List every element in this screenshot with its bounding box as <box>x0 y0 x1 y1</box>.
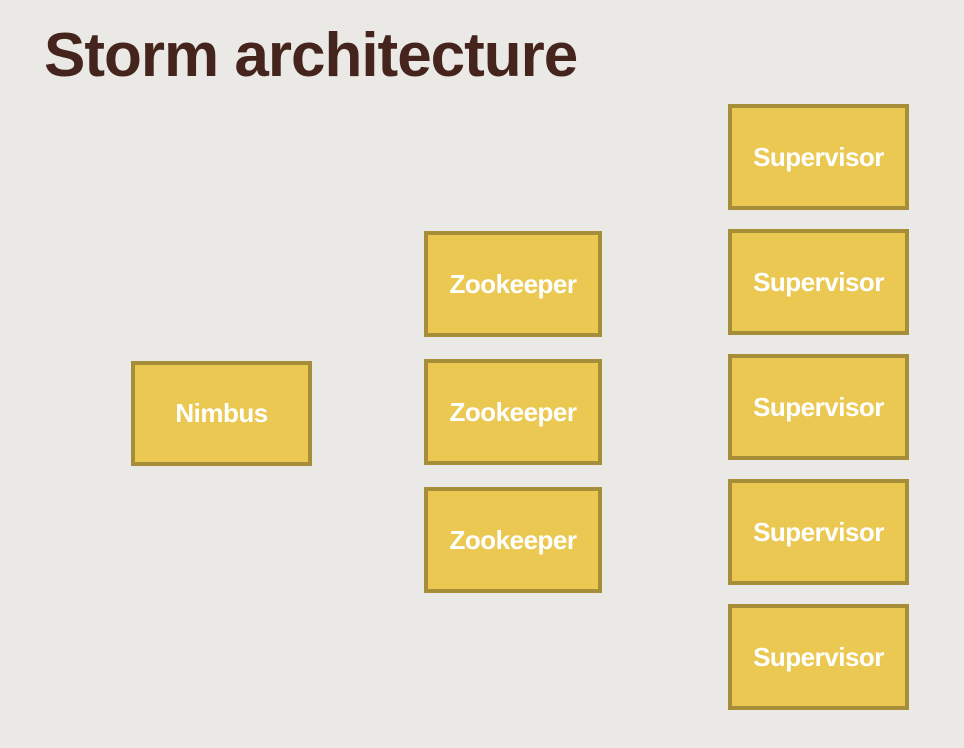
supervisor-node-3: Supervisor <box>728 354 909 460</box>
supervisor-node-1: Supervisor <box>728 104 909 210</box>
zookeeper-node-1: Zookeeper <box>424 231 602 337</box>
slide-title: Storm architecture <box>44 21 578 90</box>
zookeeper-label-1: Zookeeper <box>449 268 578 299</box>
zookeeper-label-2: Zookeeper <box>449 396 578 427</box>
nimbus-node: Nimbus <box>131 361 312 466</box>
supervisor-node-2: Supervisor <box>728 229 909 335</box>
supervisor-label-3: Supervisor <box>753 391 884 422</box>
supervisor-label-1: Supervisor <box>753 141 884 172</box>
supervisor-label-5: Supervisor <box>753 641 884 672</box>
nimbus-label: Nimbus <box>175 398 268 428</box>
zookeeper-label-3: Zookeeper <box>449 524 578 555</box>
zookeeper-node-2: Zookeeper <box>424 359 602 465</box>
supervisor-label-4: Supervisor <box>753 516 884 547</box>
supervisor-node-5: Supervisor <box>728 604 909 710</box>
supervisor-label-2: Supervisor <box>753 266 884 297</box>
zookeeper-node-3: Zookeeper <box>424 487 602 593</box>
supervisor-node-4: Supervisor <box>728 479 909 585</box>
